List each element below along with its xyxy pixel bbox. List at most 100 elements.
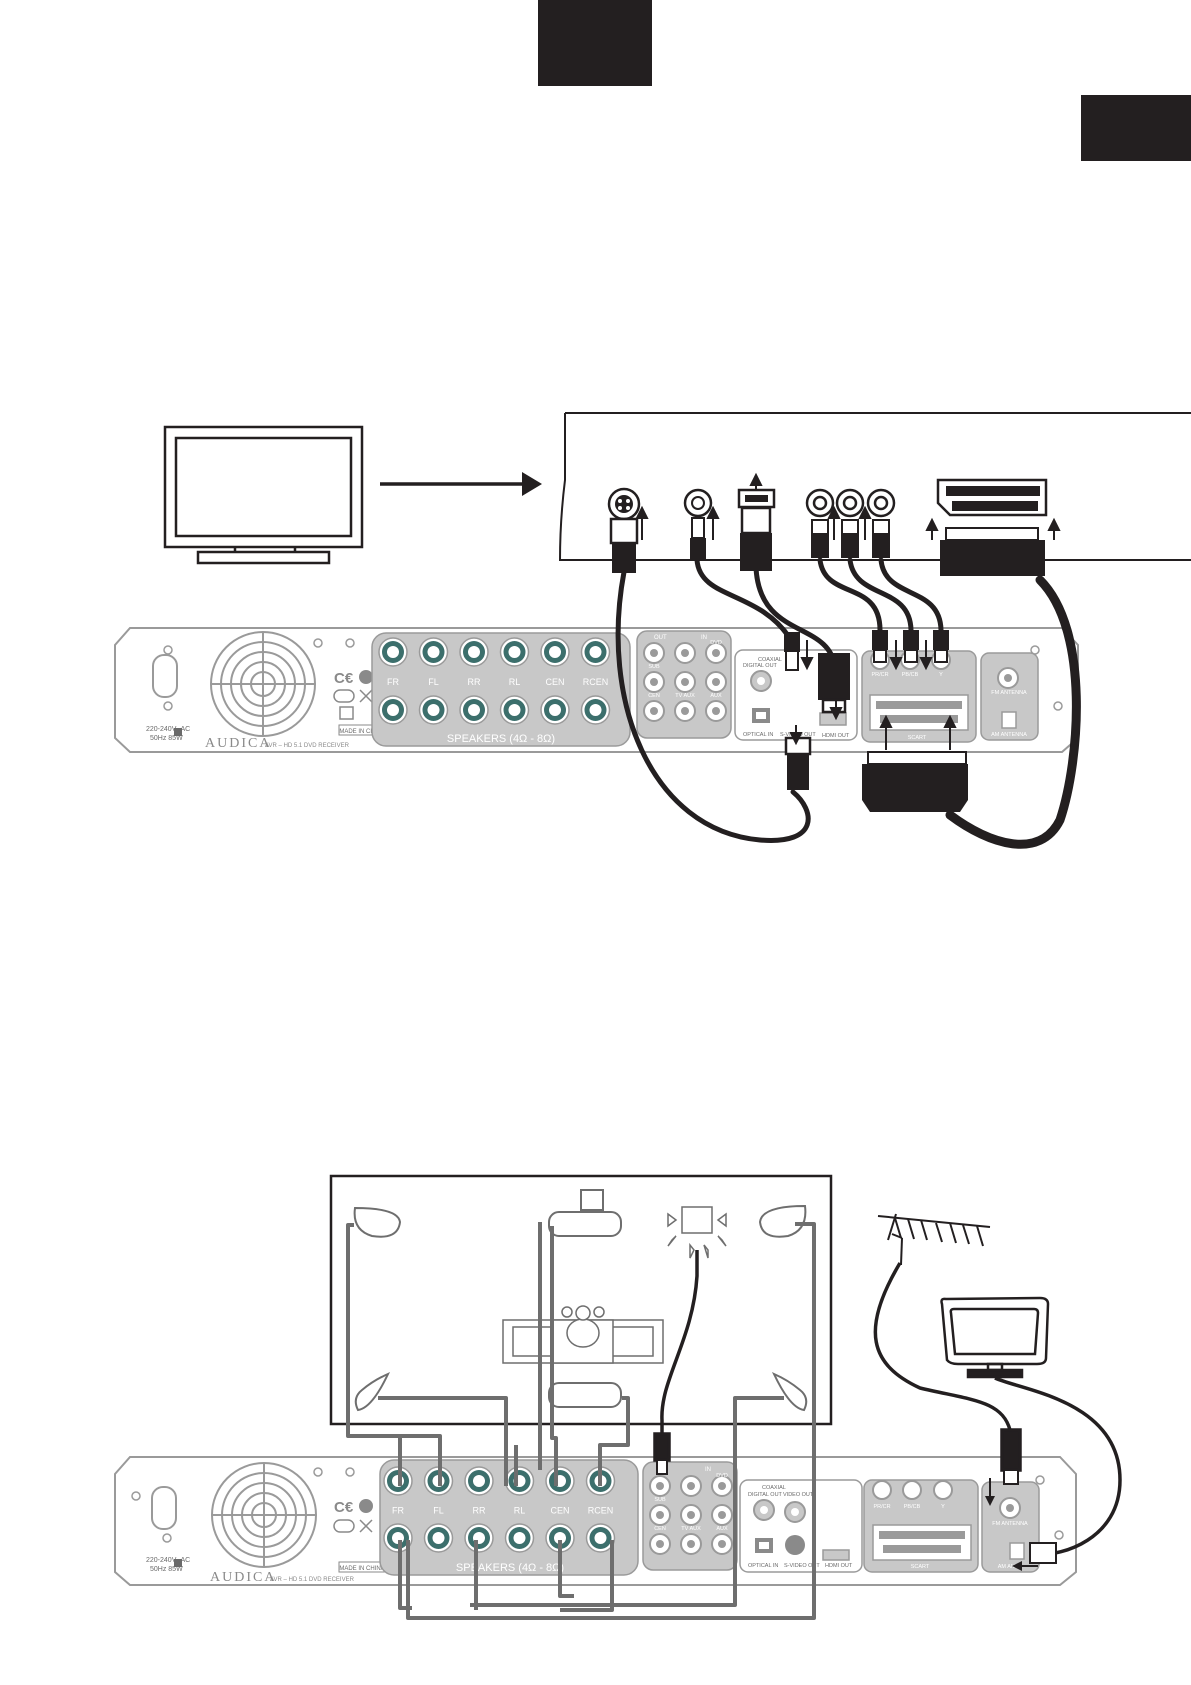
audio-jack xyxy=(711,1475,733,1497)
receiver-back-panel-b: C€ MADE IN CHINA 220-240V~AC 50Hz 85W AU… xyxy=(114,1456,1077,1586)
audio-jack xyxy=(705,671,727,693)
speaker-terminal-rcen-negative xyxy=(585,1523,616,1553)
speaker-label-fl: FL xyxy=(433,1506,444,1516)
sub-label: SUB xyxy=(648,664,660,670)
in-label: IN xyxy=(705,1467,711,1473)
video-plug-tv xyxy=(691,517,705,539)
speaker-label-rr: RR xyxy=(473,1506,486,1516)
hdmi-label: HDMI OUT xyxy=(822,733,850,739)
coaxial-label-1: COAXIAL xyxy=(762,1485,786,1491)
speaker-terminal-rl-positive xyxy=(504,1466,535,1496)
speaker-terminal-cen-positive xyxy=(540,637,570,667)
speaker-terminal-rl-negative xyxy=(499,695,530,725)
optical-label: OPTICAL IN xyxy=(748,1563,778,1569)
speaker-label-fr: FR xyxy=(392,1506,404,1516)
audio-jack xyxy=(643,671,665,693)
audio-jack xyxy=(680,1533,702,1555)
plugs-a xyxy=(609,506,1045,812)
model-label: AVR – HD 5.1 DVD RECEIVER xyxy=(265,743,350,749)
tv-aux-label: TV AUX xyxy=(675,693,695,699)
speaker-terminal-fr-positive xyxy=(378,637,408,667)
audio-jacks-b: DVD SUB CEN TV AUX AUX xyxy=(649,1473,733,1555)
video-plug-receiver xyxy=(785,649,799,671)
am-loop-antenna-icon xyxy=(940,1296,1050,1379)
receiver-insert-arrows-icon xyxy=(789,640,957,750)
speaker-terminal-cen-negative xyxy=(540,695,570,725)
in-label: IN xyxy=(701,635,707,641)
brand-logo: AUDICA xyxy=(210,1570,276,1585)
diagram-a: C€ MADE IN CHINA 220-240V~AC 50Hz 85W AU… xyxy=(114,412,1191,849)
listener-icon xyxy=(561,1305,605,1348)
speaker-label-rl: RL xyxy=(514,1506,526,1516)
speaker-terminal-rl-positive xyxy=(499,637,530,667)
component-label-y: Y xyxy=(939,672,943,678)
audio-jack xyxy=(643,700,665,722)
speaker-terminal-rcen-positive xyxy=(580,637,611,667)
tv-hdmi-jack xyxy=(737,488,776,509)
hdmi-port xyxy=(819,712,847,726)
tv-aux-label: TV AUX xyxy=(681,1526,701,1532)
recycle-icon xyxy=(339,706,354,720)
model-label: AVR – HD 5.1 DVD RECEIVER xyxy=(270,1577,355,1583)
aux-label: AUX xyxy=(710,693,722,699)
front-right-speaker-icon xyxy=(353,1206,402,1238)
cen-label: CEN xyxy=(654,1526,666,1532)
speaker-label-fr: FR xyxy=(387,677,399,687)
center-speaker-icon xyxy=(548,1189,622,1237)
speaker-terminal-rl-negative xyxy=(504,1523,535,1553)
antenna-block xyxy=(980,652,1039,741)
tv-component-jacks xyxy=(805,488,896,518)
fm-antenna-label: FM ANTENNA xyxy=(991,690,1027,696)
speaker-wires-b xyxy=(346,1222,816,1620)
power-rating-line-1: 220-240V~AC xyxy=(146,1557,190,1564)
am-antenna-label: AM ANTENNA xyxy=(991,732,1027,738)
tv-back-panel xyxy=(558,412,1191,561)
tv-video-jack xyxy=(683,488,713,518)
audio-jack xyxy=(705,700,727,722)
c-tick-icon xyxy=(359,670,373,684)
power-rating-line-2: 50Hz 85W xyxy=(150,735,183,742)
dvd-label: DVD xyxy=(716,1473,728,1479)
dvd-label: DVD xyxy=(710,640,722,646)
hdmi-plug-receiver xyxy=(818,653,850,700)
speaker-terminal-fl-negative xyxy=(418,695,449,725)
audio-jack xyxy=(680,1504,702,1526)
speaker-terminal-rr-positive xyxy=(459,637,489,667)
rear-right-speaker-icon xyxy=(354,1372,391,1412)
audio-jack xyxy=(674,642,696,664)
audio-jack xyxy=(674,700,696,722)
svideo-out-jack xyxy=(785,1535,805,1555)
speaker-terminal-fr-negative xyxy=(378,695,408,725)
made-in-label: MADE IN CHINA xyxy=(339,729,384,735)
c-tick-icon xyxy=(359,1499,373,1513)
optical-label: OPTICAL IN xyxy=(743,732,773,738)
power-rating-line-1: 220-240V~AC xyxy=(146,726,190,733)
audio-jack xyxy=(649,1475,671,1497)
component-jacks-b xyxy=(872,1480,953,1500)
speaker-label-rr: RR xyxy=(468,677,481,687)
diagram-b: C€ MADE IN CHINA 220-240V~AC 50Hz 85W AU… xyxy=(114,1174,1122,1620)
audio-jack xyxy=(711,1504,733,1526)
sub-label: SUB xyxy=(654,1497,666,1503)
fan-grille-icon xyxy=(210,631,316,737)
ccc-mark-icon xyxy=(333,689,355,703)
speaker-terminal-fl-positive xyxy=(418,637,449,667)
weee-bin-icon xyxy=(359,689,373,703)
audio-jack xyxy=(649,1504,671,1526)
page-tab-side xyxy=(1081,95,1191,161)
coaxial-label-2: DIGITAL OUT xyxy=(748,1492,783,1498)
speaker-label-cen: CEN xyxy=(550,1506,569,1516)
speaker-label-rcen: RCEN xyxy=(588,1506,614,1516)
speaker-terminal-fl-negative xyxy=(423,1523,454,1553)
hdmi-port xyxy=(822,1549,850,1561)
svideo-label: S-VIDEO OUT xyxy=(784,1563,820,1569)
rear-center-speaker-icon xyxy=(548,1382,622,1408)
component-label-y: Y xyxy=(941,1504,945,1510)
audio-jack xyxy=(711,1533,733,1555)
am-antenna-terminal xyxy=(1009,1542,1025,1560)
ce-mark: C€ xyxy=(334,670,354,687)
speaker-label-fl: FL xyxy=(428,677,439,687)
aux-label: AUX xyxy=(716,1526,728,1532)
speakers-title: SPEAKERS (4Ω - 8Ω) xyxy=(456,1562,564,1574)
